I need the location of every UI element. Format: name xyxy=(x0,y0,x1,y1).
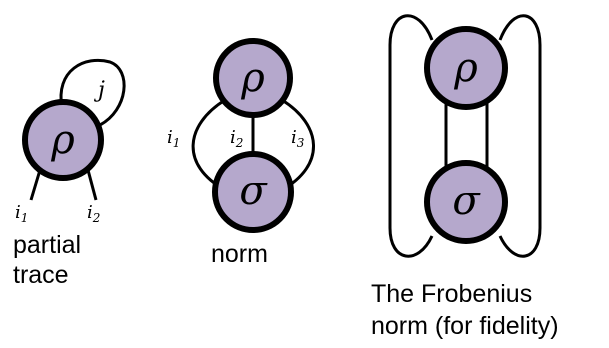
rho-symbol: ρ xyxy=(240,55,265,101)
wire-index-right: i3 xyxy=(291,127,305,150)
frobenius-outer-wire-left xyxy=(388,14,434,258)
leg-index-left: i1 xyxy=(15,202,28,225)
norm-wire-right xyxy=(281,98,315,192)
wire-index-left: i1 xyxy=(167,127,180,150)
rho-symbol: ρ xyxy=(50,117,75,163)
norm-caption: norm xyxy=(211,240,268,268)
rho-tensor-node xyxy=(22,99,104,181)
partial-trace-diagram: ρ j i1 i2 partial trace xyxy=(13,58,126,289)
frobenius-norm-diagram: ρ σ The Frobenius norm (for fidelity) xyxy=(371,14,559,340)
sigma-tensor-node xyxy=(424,160,508,244)
partial-trace-caption-line1: partial xyxy=(13,231,81,259)
loop-index-label: j xyxy=(93,78,105,103)
wire-index-middle: i2 xyxy=(230,127,243,150)
norm-wire-left xyxy=(191,98,226,192)
partial-trace-caption-line2: trace xyxy=(13,261,69,289)
sigma-symbol: σ xyxy=(239,168,268,214)
frobenius-outer-wire-right xyxy=(498,14,542,258)
rho-tensor-node xyxy=(213,38,293,118)
frobenius-caption-line2: norm (for fidelity) xyxy=(371,312,559,340)
rho-tensor-node xyxy=(424,26,508,110)
sigma-tensor-node xyxy=(212,151,294,233)
leg-index-right: i2 xyxy=(87,202,100,225)
rho-symbol: ρ xyxy=(453,45,478,91)
sigma-symbol: σ xyxy=(452,178,481,224)
leg-wire-right xyxy=(86,169,98,201)
leg-wire-left xyxy=(29,169,42,201)
frobenius-caption-line1: The Frobenius xyxy=(371,280,532,308)
norm-diagram: ρ σ i1 i2 i3 norm xyxy=(167,38,315,268)
trace-loop-wire xyxy=(59,58,126,127)
